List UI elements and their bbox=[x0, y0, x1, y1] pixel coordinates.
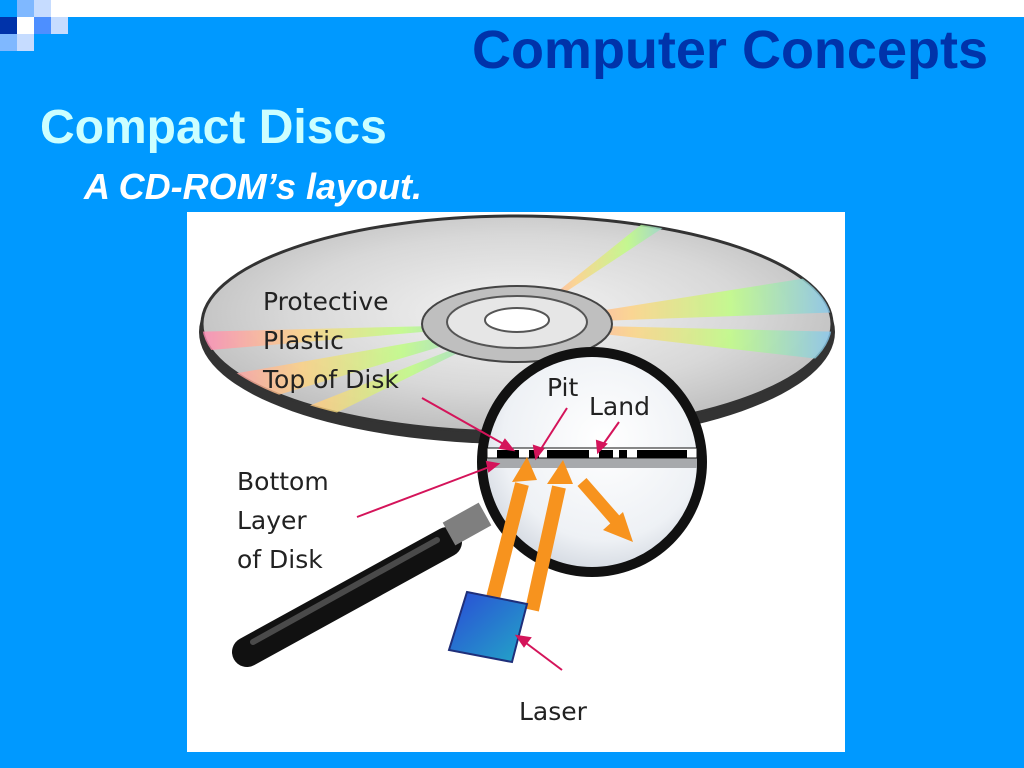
laser-emitter bbox=[447, 590, 529, 664]
header-title: Computer Concepts bbox=[471, 20, 988, 80]
label-land: Land bbox=[589, 392, 650, 421]
magnifier-handle bbox=[232, 502, 492, 667]
corner-decoration bbox=[0, 0, 80, 60]
label-bottom-3: of Disk bbox=[237, 545, 323, 574]
laser-beams bbox=[485, 457, 633, 612]
label-bottom-1: Bottom bbox=[237, 467, 329, 496]
label-laser: Laser bbox=[519, 697, 588, 726]
callout-lines bbox=[356, 397, 620, 671]
label-pit: Pit bbox=[547, 373, 578, 402]
top-bar bbox=[0, 0, 1024, 17]
cd-rom-diagram-svg: Protective Plastic Top of Disk Pit Land … bbox=[199, 214, 835, 726]
label-protective-2: Plastic bbox=[263, 326, 344, 355]
magnifier-lens bbox=[477, 347, 707, 577]
slide-heading: Compact Discs bbox=[40, 101, 387, 154]
slide-subheading: A CD-ROM’s layout. bbox=[84, 166, 423, 207]
label-bottom-2: Layer bbox=[237, 506, 307, 535]
label-protective-3: Top of Disk bbox=[262, 365, 399, 394]
cd-rom-diagram: Protective Plastic Top of Disk Pit Land … bbox=[187, 212, 845, 752]
label-protective-1: Protective bbox=[263, 287, 389, 316]
